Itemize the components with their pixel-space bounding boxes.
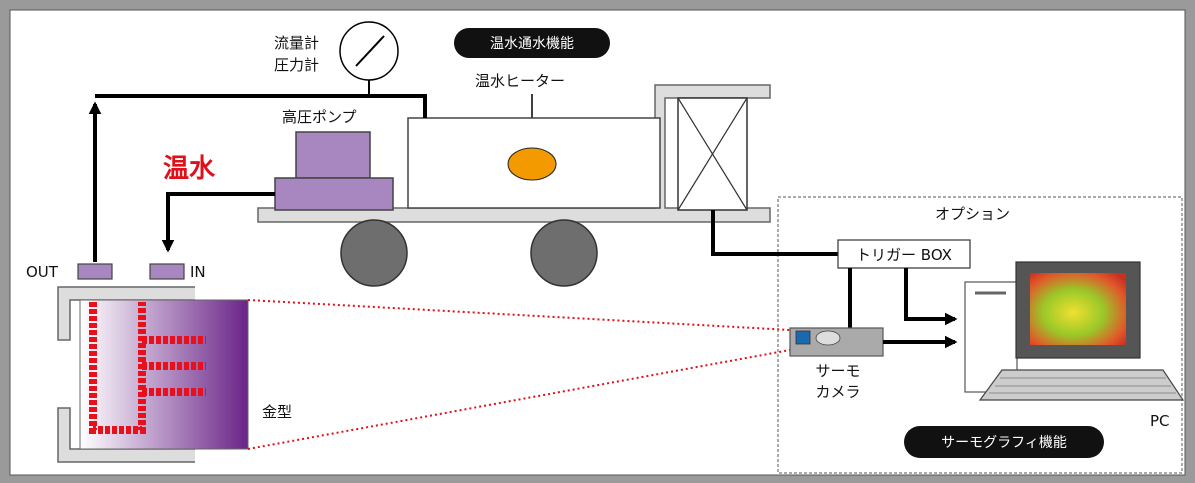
inlet-arrow-icon (161, 192, 275, 253)
thermal-image (1030, 273, 1126, 345)
pc-label: PC (1150, 412, 1170, 430)
mold-body (79, 299, 249, 450)
high-pressure-pump-label: 高圧ポンプ (282, 108, 357, 126)
out-port (77, 263, 113, 280)
flow-meter-label: 流量計 (274, 34, 319, 52)
view-line-top (247, 299, 791, 331)
outlet-pipe (95, 94, 427, 118)
option-label: オプション (935, 205, 1010, 223)
hot-water-function-label: 温水通水機能 (490, 36, 574, 52)
gauge-needle (355, 35, 385, 67)
view-line-bottom (247, 349, 791, 450)
trigger-to-pc-arrow-icon (904, 268, 958, 326)
thermography-function-label: サーモグラフィ機能 (941, 435, 1067, 451)
option-area (777, 196, 1183, 474)
hot-water-function-badge (454, 28, 610, 58)
pc-keyboard-icon (978, 369, 1185, 401)
camera-indicator-icon (795, 330, 811, 345)
in-label: IN (190, 263, 206, 281)
heater-element (507, 147, 557, 181)
gauge (339, 21, 399, 95)
pump-base (274, 177, 394, 211)
pressure-gauge-label: 圧力計 (274, 56, 319, 74)
wheel-right (530, 219, 598, 287)
wheel-left (340, 219, 408, 287)
hot-water-heater-label: 温水ヒーター (475, 72, 565, 90)
camera-lens-icon (815, 330, 841, 346)
thermo-camera (789, 327, 884, 357)
cooling-channels (89, 302, 206, 434)
thermo-camera-label-line2: カメラ (815, 383, 860, 401)
mold (57, 286, 249, 463)
out-label: OUT (26, 263, 59, 281)
pc (964, 261, 1185, 401)
trigger-box-label: トリガー BOX (856, 246, 952, 264)
in-port (149, 263, 185, 280)
pump-top (295, 131, 371, 179)
hot-water-label: 温水 (163, 154, 216, 184)
thermo-camera-label-line1: サーモ (815, 362, 860, 380)
mold-label: 金型 (262, 403, 292, 421)
thermography-function-badge (904, 426, 1104, 458)
